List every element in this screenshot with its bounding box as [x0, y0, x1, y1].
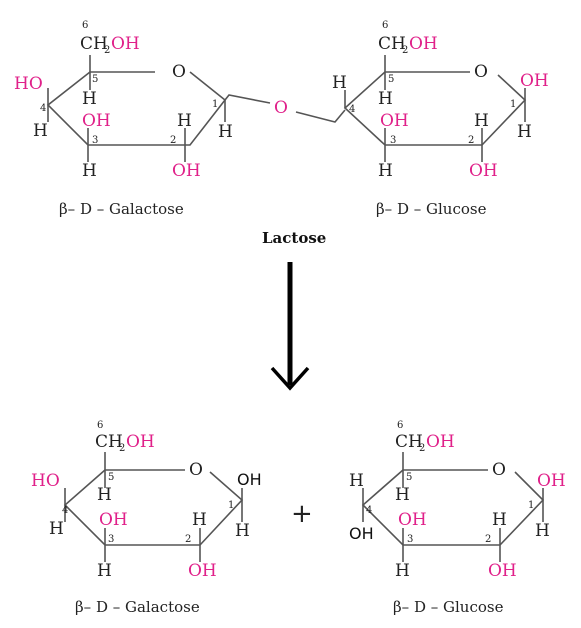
ring-bond [63, 469, 244, 546]
c2-hydroxyl: OH [488, 561, 517, 581]
ch2-label: CH [80, 34, 108, 54]
c2-hydroxyl: OH [469, 161, 498, 181]
bottom-glucose-label: β– D – Glucose [393, 598, 504, 616]
c1-hydrogen: H [218, 122, 233, 142]
c4-hydroxyl: HO [14, 74, 43, 94]
c1-number: 1 [228, 500, 234, 511]
c1-hydroxyl: OH [520, 71, 549, 91]
ring-oxygen: O [172, 62, 186, 82]
c3-hydrogen: H [378, 161, 393, 181]
top-glucose-label: β– D – Glucose [376, 200, 487, 218]
ch2-label: CH [395, 432, 423, 452]
glycosidic-bond-left [224, 94, 271, 104]
reaction-arrow [270, 262, 310, 391]
plus-sign: + [291, 499, 313, 529]
c3-number: 3 [407, 534, 413, 545]
ring-bond [343, 71, 527, 146]
c4-number: 4 [62, 505, 68, 516]
c1-hydrogen: H [235, 521, 250, 541]
c4-hydroxyl: OH [349, 524, 374, 543]
c2-hydroxyl: OH [188, 561, 217, 581]
ch2-subscript: 2 [419, 443, 425, 454]
product-glucose: 6 CH 2 OH O 5 H H 4 OH OH 3 H H 2 OH OH … [349, 420, 566, 581]
ring-bond [361, 469, 545, 546]
c3-number: 3 [92, 135, 98, 146]
ch2-subscript: 2 [119, 443, 125, 454]
ch2-subscript: 2 [402, 45, 408, 56]
lactose-glucose-unit: 6 CH 2 OH O 5 H H 4 OH 3 H H 2 OH OH 1 H [332, 20, 549, 181]
c1-hydrogen: H [535, 521, 550, 541]
c5-number: 5 [388, 74, 394, 85]
c4-hydrogen: H [332, 73, 347, 93]
bottom-galactose-label: β– D – Galactose [75, 598, 200, 616]
lactose-title: Lactose [262, 229, 326, 247]
c6-number: 6 [82, 20, 88, 31]
c5-number: 5 [92, 74, 98, 85]
c2-number: 2 [485, 534, 491, 545]
c6-oh-label: OH [126, 432, 155, 452]
c3-hydrogen: H [395, 561, 410, 581]
c2-hydrogen: H [192, 510, 207, 530]
c4-hydrogen: H [49, 519, 64, 539]
ring-oxygen: O [492, 460, 506, 480]
c5-hydrogen: H [395, 485, 410, 505]
c2-number: 2 [468, 135, 474, 146]
c4-hydroxyl: HO [31, 471, 60, 491]
ch2-subscript: 2 [104, 45, 110, 56]
c6-oh-label: OH [426, 432, 455, 452]
ring-oxygen: O [189, 460, 203, 480]
c6-number: 6 [97, 420, 103, 431]
ch2-label: CH [378, 34, 406, 54]
ch2-label: CH [95, 432, 123, 452]
c6-number: 6 [382, 20, 388, 31]
c1-hydroxyl: OH [537, 471, 566, 491]
c1-number: 1 [510, 99, 516, 110]
c5-hydrogen: H [378, 89, 393, 109]
arrow-head [270, 366, 310, 391]
c3-hydrogen: H [82, 161, 97, 181]
product-galactose: 6 CH 2 OH O 5 H HO 4 H OH 3 H H 2 OH OH … [31, 420, 262, 581]
c3-hydroxyl: OH [82, 111, 111, 131]
c2-number: 2 [170, 135, 176, 146]
c1-number: 1 [212, 99, 218, 110]
c3-hydroxyl: OH [380, 111, 409, 131]
ring-bond [46, 71, 227, 146]
c2-hydrogen: H [177, 111, 192, 131]
c1-hydroxyl: OH [237, 470, 262, 489]
glycosidic-oxygen: O [274, 98, 288, 118]
c3-number: 3 [390, 135, 396, 146]
glycosidic-linkage: O [224, 94, 346, 123]
top-galactose-label: β– D – Galactose [59, 200, 184, 218]
c3-hydroxyl: OH [398, 510, 427, 530]
lactose-galactose-unit: 6 CH 2 OH O 5 H HO 4 H OH 3 H H 2 OH 1 H [14, 20, 233, 181]
c2-number: 2 [185, 534, 191, 545]
c5-number: 5 [406, 472, 412, 483]
c3-hydroxyl: OH [99, 510, 128, 530]
ring-oxygen: O [474, 62, 488, 82]
c4-number: 4 [349, 104, 355, 115]
c4-hydrogen: H [349, 471, 364, 491]
c6-number: 6 [397, 420, 403, 431]
c5-hydrogen: H [97, 485, 112, 505]
glycosidic-bond-right [295, 109, 346, 123]
c4-hydrogen: H [33, 121, 48, 141]
c4-number: 4 [40, 103, 46, 114]
c5-hydrogen: H [82, 89, 97, 109]
c6-oh-label: OH [111, 34, 140, 54]
c4-number: 4 [366, 505, 372, 516]
c6-oh-label: OH [409, 34, 438, 54]
c3-number: 3 [108, 534, 114, 545]
c5-number: 5 [108, 472, 114, 483]
c3-hydrogen: H [97, 561, 112, 581]
c1-hydrogen: H [517, 122, 532, 142]
c2-hydrogen: H [474, 111, 489, 131]
c2-hydrogen: H [492, 510, 507, 530]
c2-hydroxyl: OH [172, 161, 201, 181]
c1-number: 1 [528, 500, 534, 511]
